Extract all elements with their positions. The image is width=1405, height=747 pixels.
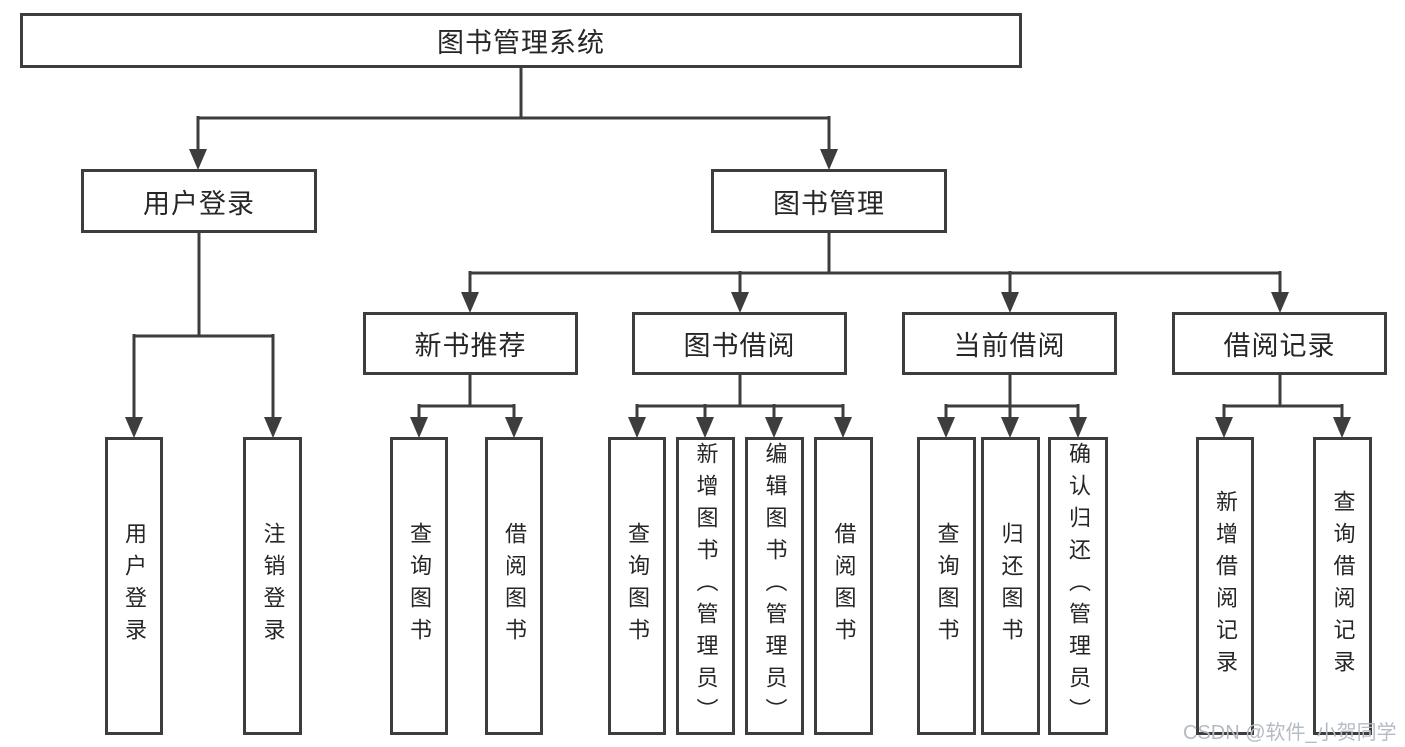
node-current-borrow-label: 当前借阅 [953, 331, 1066, 361]
leaf-query-borrow-record-label: 查询借阅记录 [1330, 490, 1356, 682]
connector-bookborrow-to-leaves [628, 375, 852, 438]
leaf-borrow-query-books-label: 查询图书 [625, 522, 650, 650]
connector-newbook-to-leaves [410, 375, 523, 438]
connector-currentborrow-to-leaves [937, 375, 1087, 438]
leaf-newbook-query-books: 查询图书 [390, 437, 448, 735]
leaf-confirm-return-admin: 确认归还（管理员） [1048, 437, 1108, 735]
leaf-borrow-books: 借阅图书 [814, 437, 873, 735]
leaf-query-borrow-record: 查询借阅记录 [1313, 437, 1372, 735]
leaf-user-login: 用户登录 [105, 437, 163, 735]
leaf-newbook-borrow-books: 借阅图书 [485, 437, 543, 735]
connector-userlogin-to-leaves [125, 233, 282, 438]
node-new-book-recommend-label: 新书推荐 [414, 331, 527, 361]
leaf-add-books-admin: 新增图书（管理员） [676, 437, 735, 735]
leaf-edit-books-admin-label: 编辑图书（管理员） [762, 442, 788, 730]
leaf-confirm-return-admin-label: 确认归还（管理员） [1066, 442, 1091, 730]
leaf-borrow-query-books: 查询图书 [608, 437, 666, 735]
leaf-current-query-books-label: 查询图书 [934, 522, 960, 650]
leaf-newbook-query-books-label: 查询图书 [407, 522, 432, 650]
leaf-add-books-admin-label: 新增图书（管理员） [693, 442, 719, 730]
node-book-borrow: 图书借阅 [632, 312, 847, 375]
node-borrow-record-label: 借阅记录 [1223, 331, 1336, 361]
node-new-book-recommend: 新书推荐 [363, 312, 578, 375]
node-current-borrow: 当前借阅 [902, 312, 1117, 375]
node-book-borrow-label: 图书借阅 [683, 331, 796, 361]
node-user-login: 用户登录 [81, 169, 317, 233]
leaf-newbook-borrow-books-label: 借阅图书 [502, 522, 527, 650]
node-library-system: 图书管理系统 [20, 13, 1022, 68]
leaf-logout: 注销登录 [243, 437, 302, 735]
leaf-user-login-label: 用户登录 [122, 522, 147, 650]
node-borrow-record: 借阅记录 [1172, 312, 1387, 375]
connector-bookmgmt-to-level3 [461, 233, 1289, 313]
leaf-add-borrow-record: 新增借阅记录 [1196, 437, 1254, 735]
leaf-edit-books-admin: 编辑图书（管理员） [745, 437, 804, 735]
leaf-borrow-books-label: 借阅图书 [831, 522, 857, 650]
node-user-login-label: 用户登录 [143, 188, 255, 219]
connector-borrowrecord-to-leaves [1215, 375, 1351, 438]
leaf-return-books: 归还图书 [981, 437, 1040, 735]
leaf-add-borrow-record-label: 新增借阅记录 [1213, 490, 1238, 682]
node-library-system-label: 图书管理系统 [437, 28, 605, 58]
node-book-management-label: 图书管理 [773, 188, 885, 219]
connector-root-to-level2 [189, 68, 838, 170]
leaf-return-books-label: 归还图书 [998, 522, 1024, 650]
node-book-management: 图书管理 [711, 169, 947, 233]
leaf-logout-label: 注销登录 [260, 522, 286, 650]
leaf-current-query-books: 查询图书 [917, 437, 976, 735]
